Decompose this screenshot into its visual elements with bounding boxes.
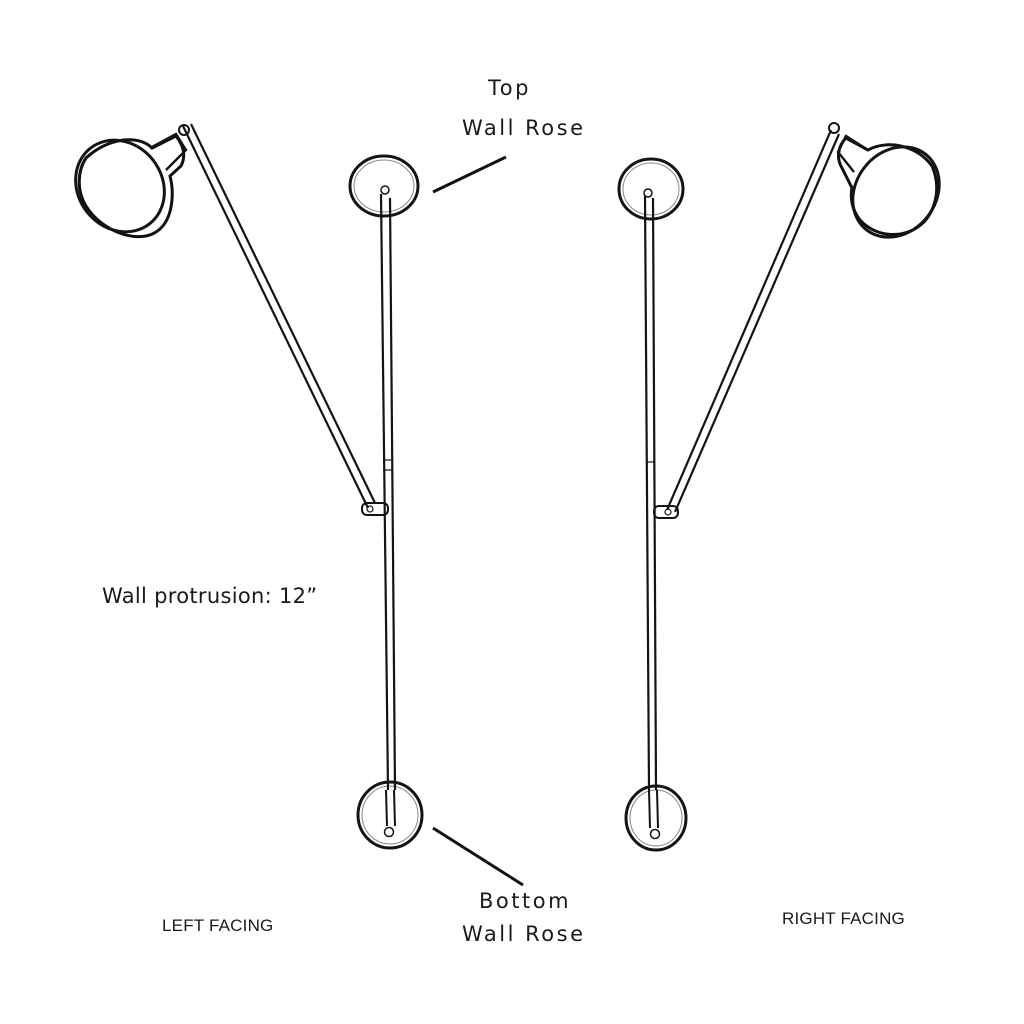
top-wall-rose-label-line1: Top bbox=[488, 76, 531, 100]
right-facing-lamp bbox=[617, 122, 941, 852]
bottom-wall-rose-label-line1: Bottom bbox=[479, 889, 572, 913]
right-bottom-wall-rose bbox=[624, 784, 688, 852]
left-lamp-shade bbox=[74, 124, 190, 239]
right-arm-joint bbox=[653, 505, 679, 519]
right-top-wall-rose bbox=[617, 157, 685, 221]
right-facing-label: RIGHT FACING bbox=[782, 909, 905, 928]
wall-protrusion-note: Wall protrusion: 12” bbox=[102, 584, 318, 608]
left-facing-label: LEFT FACING bbox=[162, 916, 274, 935]
left-facing-lamp bbox=[74, 123, 424, 850]
right-lamp-shade bbox=[828, 122, 941, 239]
left-top-wall-rose bbox=[348, 154, 420, 218]
left-vertical-stem bbox=[379, 193, 397, 791]
bottom-wall-rose-label-line2: Wall Rose bbox=[462, 922, 586, 946]
bottom-wall-rose-leader-line bbox=[432, 826, 524, 887]
left-bottom-wall-rose bbox=[356, 780, 424, 850]
right-swing-arm bbox=[665, 129, 841, 513]
right-vertical-stem bbox=[643, 195, 658, 791]
top-wall-rose-leader-line bbox=[432, 155, 507, 194]
left-arm-joint bbox=[361, 502, 389, 516]
left-swing-arm bbox=[182, 123, 376, 509]
top-wall-rose-label-line2: Wall Rose bbox=[462, 116, 586, 140]
